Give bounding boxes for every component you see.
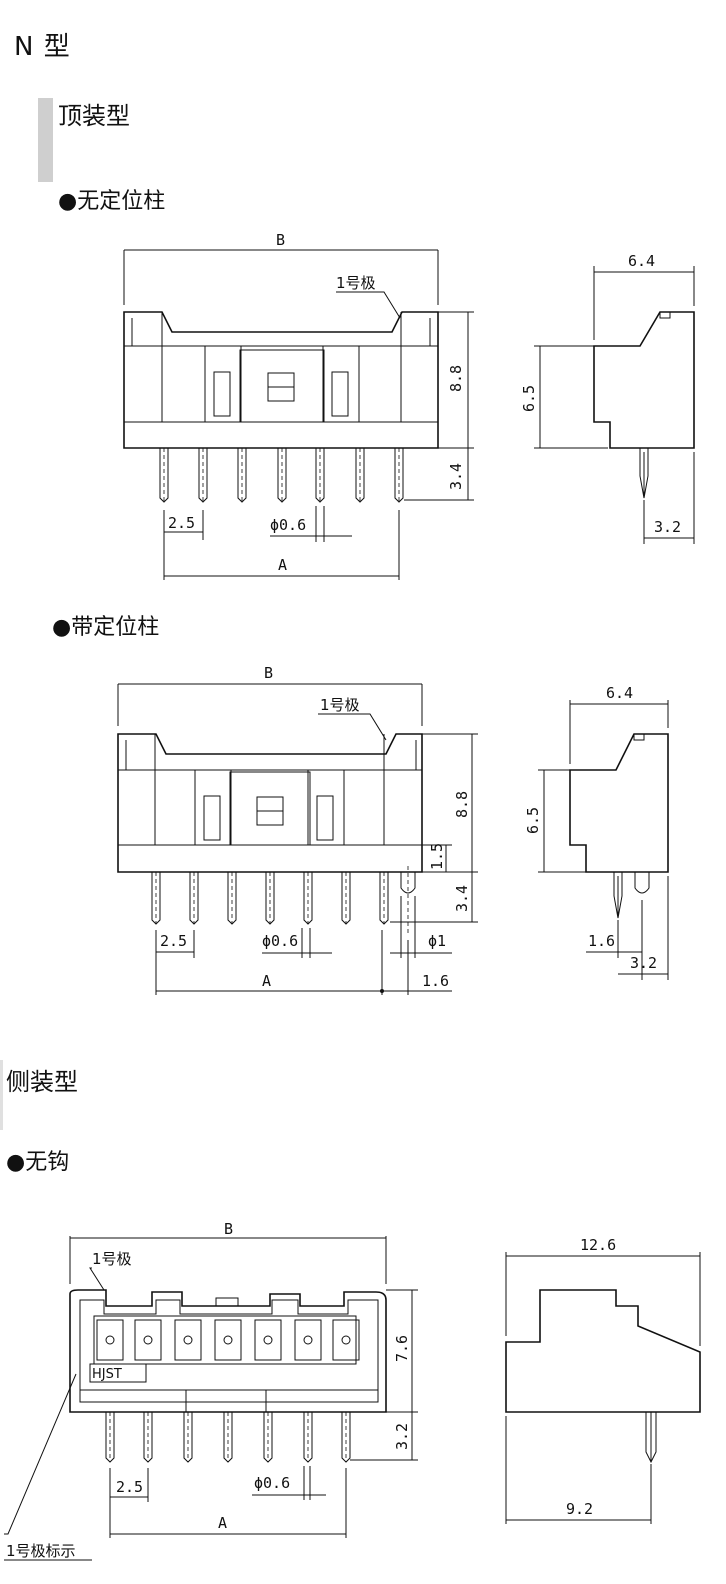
dim-2-5-3: 2.5 bbox=[116, 1478, 143, 1496]
pin1-mark-label: 1号极标示 bbox=[6, 1542, 76, 1560]
pin bbox=[277, 448, 287, 503]
section-bar-side bbox=[0, 1060, 3, 1130]
drawing-side-mount-front: B 1号极 7.6 3.2 2.5 ϕ0.6 A 1号极标示 bbox=[4, 1220, 418, 1561]
drawing-with-post-front: B 1号极 8.8 1.5 3.4 2.5 ϕ0.6 ϕ1 A bbox=[117, 664, 478, 995]
contact-slot bbox=[214, 1319, 242, 1361]
drawing-with-post-side: 6.4 6.5 1.6 3.2 bbox=[524, 684, 669, 980]
page-title: N 型 bbox=[14, 32, 71, 62]
dim-8-8-1: 8.8 bbox=[447, 365, 465, 392]
dim-b-1: B bbox=[276, 231, 285, 249]
dim-1-5-2: 1.5 bbox=[428, 843, 446, 870]
dim-6-5-1: 6.5 bbox=[520, 385, 538, 412]
pin bbox=[394, 448, 404, 503]
drawing-no-post-side: 6.4 6.5 3.2 bbox=[520, 252, 695, 544]
pin bbox=[355, 448, 365, 503]
dim-phi06-1: ϕ0.6 bbox=[270, 516, 306, 534]
dim-6-5-2: 6.5 bbox=[524, 807, 542, 834]
contact-slot bbox=[174, 1319, 202, 1361]
section-title-top-mount: 顶装型 bbox=[58, 102, 130, 130]
dim-6-4-2: 6.4 bbox=[606, 684, 633, 702]
pin bbox=[198, 448, 208, 503]
pin1-label-3: 1号极 bbox=[92, 1250, 132, 1268]
drawing-side-mount-side: 12.6 9.2 bbox=[505, 1236, 701, 1524]
pin bbox=[159, 448, 169, 503]
dim-a-2: A bbox=[262, 972, 271, 990]
section-bar-top bbox=[38, 98, 53, 182]
contact-slot bbox=[332, 1319, 360, 1361]
dim-3-2-2: 3.2 bbox=[630, 954, 657, 972]
dim-phi06-2: ϕ0.6 bbox=[262, 932, 298, 950]
dim-6-4-1: 6.4 bbox=[628, 252, 655, 270]
contact-slot bbox=[96, 1319, 124, 1361]
pin1-label-1: 1号极 bbox=[336, 274, 376, 292]
hjst-label: HJST bbox=[92, 1367, 122, 1382]
dim-1-6-side: 1.6 bbox=[588, 932, 615, 950]
variant-title-no-post: ●无定位柱 bbox=[58, 189, 166, 214]
variant-title-with-post: ●带定位柱 bbox=[52, 615, 160, 640]
pin bbox=[315, 448, 325, 503]
dim-3-4-1: 3.4 bbox=[447, 463, 465, 490]
dim-a-1: A bbox=[278, 556, 287, 574]
section-title-side-mount: 侧装型 bbox=[6, 1068, 78, 1096]
drawing-no-post-front: B 1号极 8.8 3.4 2.5 ϕ0.6 A bbox=[123, 231, 474, 580]
dim-8-8-2: 8.8 bbox=[453, 791, 471, 818]
dim-a-3: A bbox=[218, 1514, 227, 1532]
dim-12-6-3: 12.6 bbox=[580, 1236, 616, 1254]
dim-3-2-1: 3.2 bbox=[654, 518, 681, 536]
dim-b-2: B bbox=[264, 664, 273, 682]
dim-9-2-3: 9.2 bbox=[566, 1500, 593, 1518]
dim-3-2-3: 3.2 bbox=[393, 1423, 411, 1450]
contact-slot bbox=[254, 1319, 282, 1361]
dim-2-5-2: 2.5 bbox=[160, 932, 187, 950]
dim-2-5-1: 2.5 bbox=[168, 514, 195, 532]
pin1-label-2: 1号极 bbox=[320, 696, 360, 714]
dim-b-3: B bbox=[224, 1220, 233, 1238]
dim-3-4-2: 3.4 bbox=[453, 885, 471, 912]
contact-slot bbox=[294, 1319, 322, 1361]
variant-title-no-hook: ●无钩 bbox=[6, 1150, 70, 1175]
dim-phi1-2: ϕ1 bbox=[428, 932, 446, 950]
contact-slot bbox=[134, 1319, 162, 1361]
pin bbox=[237, 448, 247, 503]
dim-1-6-2: 1.6 bbox=[422, 972, 449, 990]
dim-phi06-3: ϕ0.6 bbox=[254, 1474, 290, 1492]
dim-7-6-3: 7.6 bbox=[393, 1335, 411, 1362]
